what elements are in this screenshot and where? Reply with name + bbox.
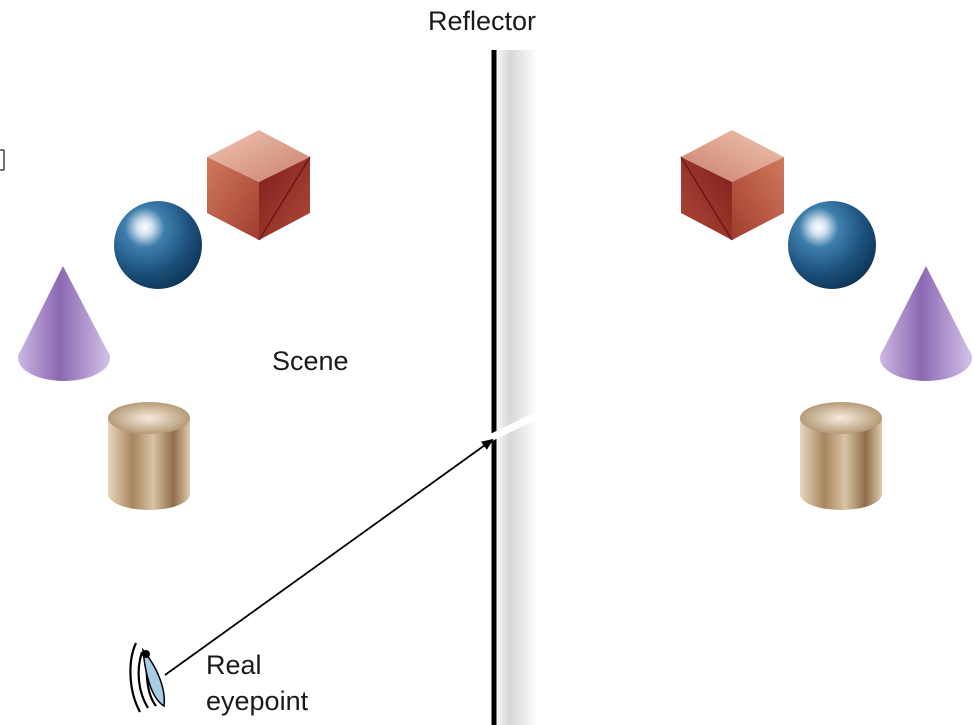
eyepoint-label-line1: Real (206, 650, 262, 680)
mirrored-sphere (788, 201, 876, 289)
edge-mark (0, 149, 5, 171)
eye-icon (129, 642, 166, 713)
eyepoint-label-line2: eyepoint (206, 686, 309, 716)
cylinder (108, 402, 190, 510)
reflector-label: Reflector (428, 6, 537, 36)
cube (207, 130, 311, 241)
mirrored-cube (680, 130, 784, 241)
scene-label: Scene (272, 346, 349, 376)
mirrored-cylinder (800, 402, 882, 510)
mirrored-cone (880, 266, 972, 381)
sphere (114, 201, 202, 289)
cone (18, 266, 110, 381)
arrow-icon (164, 438, 494, 676)
reflector (490, 50, 540, 725)
